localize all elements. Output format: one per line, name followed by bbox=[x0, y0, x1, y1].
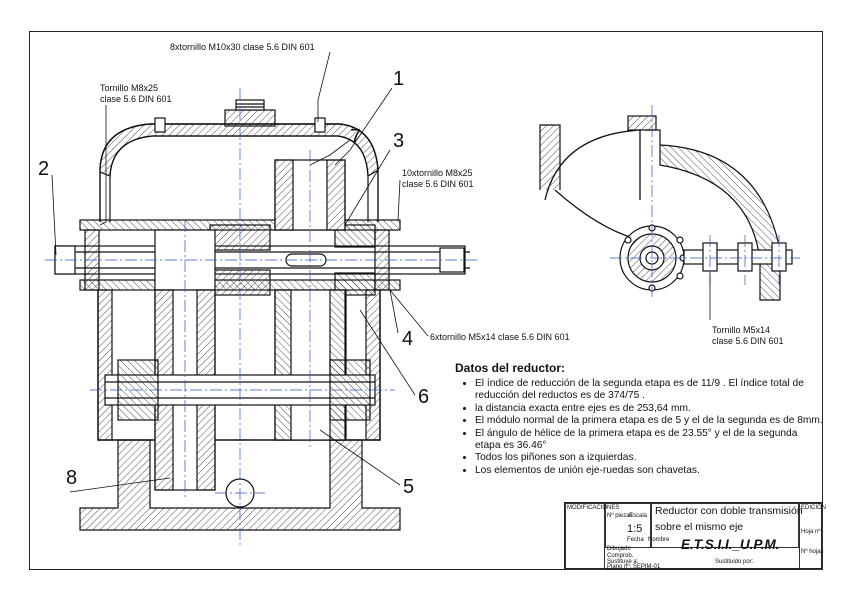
tb-comprobado: Comprob. bbox=[607, 553, 634, 559]
datos-title: Datos del reductor: bbox=[455, 361, 566, 375]
part-number-8: 8 bbox=[66, 467, 78, 489]
part-number-3: 3 bbox=[393, 130, 405, 152]
tb-dibujado: Dibujado bbox=[607, 546, 631, 552]
callout-tornillo-m10: 8xtornillo M10x30 clase 5.6 DIN 601 bbox=[170, 42, 315, 52]
part-number-7: 7 bbox=[350, 126, 362, 148]
part-number-4: 4 bbox=[402, 328, 414, 350]
tb-edicion: EDICIÓN bbox=[801, 505, 827, 511]
part-number-6: 6 bbox=[418, 386, 430, 408]
part-number-5: 5 bbox=[403, 476, 415, 498]
callout-10x-tornillo-line2: clase 5.6 DIN 601 bbox=[402, 179, 474, 189]
tb-escala: 1:5 bbox=[627, 523, 643, 535]
datos-item: El índice de reducción de la segunda eta… bbox=[475, 378, 825, 403]
callout-tornillo-m5-line1: Tornillo M5x14 bbox=[712, 325, 771, 335]
tb-title-line2: sobre el mismo eje bbox=[655, 521, 744, 533]
tb-escala-label: Escala bbox=[629, 513, 648, 519]
datos-item: la distancia exacta entre ejes es de 253… bbox=[475, 403, 825, 415]
tb-sustituido-por: Sustituido por: bbox=[715, 559, 754, 565]
datos-list: El índice de reducción de la segunda eta… bbox=[455, 378, 825, 477]
datos-item: Los elementos de unión eje-ruedas son ch… bbox=[475, 465, 825, 477]
gearbox-section-view bbox=[54, 99, 470, 531]
datos-item: El módulo normal de la primera etapa es … bbox=[475, 415, 825, 427]
datos-item: El ángulo de hélice de la primera etapa … bbox=[475, 428, 825, 453]
title-block: MODIFICACIONES Nº piezas Escala 1:5 Redu… bbox=[564, 502, 826, 570]
tb-plano: Plano nº: SEPIM-01 bbox=[607, 564, 661, 570]
tb-fecha: Fecha bbox=[627, 537, 644, 543]
leader-lines bbox=[51, 51, 711, 493]
tb-title-line1: Reductor con doble transmisión bbox=[655, 505, 803, 517]
part-number-2: 2 bbox=[38, 158, 50, 180]
tb-n-pieza: Nº piezas bbox=[607, 513, 633, 519]
callout-6x-tornillo-m5: 6xtornillo M5x14 clase 5.6 DIN 601 bbox=[430, 332, 570, 342]
tb-n-hojas: Nº hojas bbox=[801, 549, 824, 555]
side-view bbox=[539, 115, 793, 301]
part-number-1: 1 bbox=[393, 68, 405, 90]
callout-tornillo-m5-line2: clase 5.6 DIN 601 bbox=[712, 336, 784, 346]
centerlines bbox=[45, 88, 480, 545]
tb-modificaciones: MODIFICACIONES bbox=[567, 505, 620, 511]
drawing-frame bbox=[29, 31, 823, 570]
tb-nombre: Nombre bbox=[648, 537, 670, 543]
tb-hoja: Hoja nº bbox=[801, 529, 821, 535]
tb-school: E.T.S.I.I._U.P.M. bbox=[681, 537, 780, 552]
datos-item: Todos los piñones son a izquierdas. bbox=[475, 452, 825, 464]
datos-reductor: Datos del reductor: El índice de reducci… bbox=[455, 361, 825, 477]
callout-tornillo-m8-line2: clase 5.6 DIN 601 bbox=[100, 94, 172, 104]
callout-10x-tornillo-line1: 10xtornillo M8x25 bbox=[402, 168, 473, 178]
callout-tornillo-m8-line1: Tornillo M8x25 bbox=[100, 83, 159, 93]
tb-sustituye-a: Sustituye a: bbox=[607, 559, 639, 565]
